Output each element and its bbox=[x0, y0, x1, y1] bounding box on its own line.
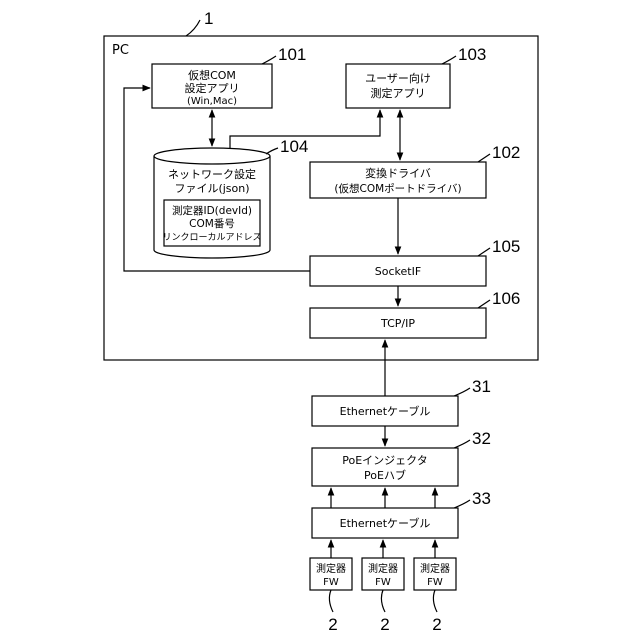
device-3-leader bbox=[433, 590, 437, 612]
device-1-line-1: 測定器 bbox=[316, 562, 346, 575]
socketif-label: SocketIF bbox=[375, 265, 421, 278]
network-file-field-1: 測定器ID(devId) bbox=[172, 204, 252, 217]
device-3-line-1: 測定器 bbox=[420, 562, 450, 575]
poe-line-2: PoEハブ bbox=[364, 468, 406, 482]
device-1-leader bbox=[329, 590, 333, 612]
user-app-box bbox=[346, 64, 450, 108]
poe-line-1: PoEインジェクタ bbox=[342, 454, 427, 467]
ref-33: 33 bbox=[472, 489, 491, 508]
ref-32: 32 bbox=[472, 429, 491, 448]
device-2: 測定器 FW 2 bbox=[362, 558, 404, 634]
ethernet-cable-2-label: Ethernetケーブル bbox=[340, 516, 431, 530]
device-1: 測定器 FW 2 bbox=[310, 558, 352, 634]
figure-number: 1 bbox=[204, 9, 213, 28]
driver-line-2: (仮想COMポートドライバ) bbox=[334, 182, 461, 195]
network-file-field-2: COM番号 bbox=[189, 218, 235, 230]
ethernet-cable-1-label: Ethernetケーブル bbox=[340, 404, 431, 418]
device-3-ref: 2 bbox=[432, 615, 441, 634]
device-3: 測定器 FW 2 bbox=[414, 558, 456, 634]
virtual-com-app-line-3: (Win,Mac) bbox=[187, 96, 237, 107]
device-2-line-1: 測定器 bbox=[368, 562, 398, 575]
ref-104: 104 bbox=[280, 137, 308, 156]
device-1-ref: 2 bbox=[328, 615, 337, 634]
user-app-line-1: ユーザー向け bbox=[365, 71, 431, 85]
tcpip-label: TCP/IP bbox=[380, 317, 415, 330]
ref-103: 103 bbox=[458, 45, 486, 64]
user-app-line-2: 測定アプリ bbox=[371, 86, 426, 100]
device-1-line-2: FW bbox=[323, 577, 339, 588]
leader-33 bbox=[454, 500, 470, 508]
device-2-ref: 2 bbox=[380, 615, 389, 634]
ref-31: 31 bbox=[472, 377, 491, 396]
network-file-line-2: ファイル(json) bbox=[174, 182, 249, 195]
driver-line-1: 変換ドライバ bbox=[365, 166, 431, 180]
figure-number-leader bbox=[186, 20, 200, 36]
ref-102: 102 bbox=[492, 143, 520, 162]
ref-101: 101 bbox=[278, 45, 306, 64]
network-file-line-1: ネットワーク設定 bbox=[168, 167, 256, 181]
virtual-com-app-line-1: 仮想COM bbox=[188, 68, 236, 82]
device-3-line-2: FW bbox=[427, 577, 443, 588]
ref-106: 106 bbox=[492, 289, 520, 308]
virtual-com-app-line-2: 設定アプリ bbox=[185, 81, 240, 95]
leader-32 bbox=[454, 440, 470, 448]
ref-105: 105 bbox=[492, 237, 520, 256]
leader-31 bbox=[454, 388, 470, 396]
pc-label: PC bbox=[112, 43, 129, 58]
device-2-leader bbox=[381, 590, 385, 612]
network-file-field-3: リンクローカルアドレス bbox=[162, 232, 261, 243]
device-2-line-2: FW bbox=[375, 577, 391, 588]
network-file-cylinder-top bbox=[154, 148, 270, 164]
